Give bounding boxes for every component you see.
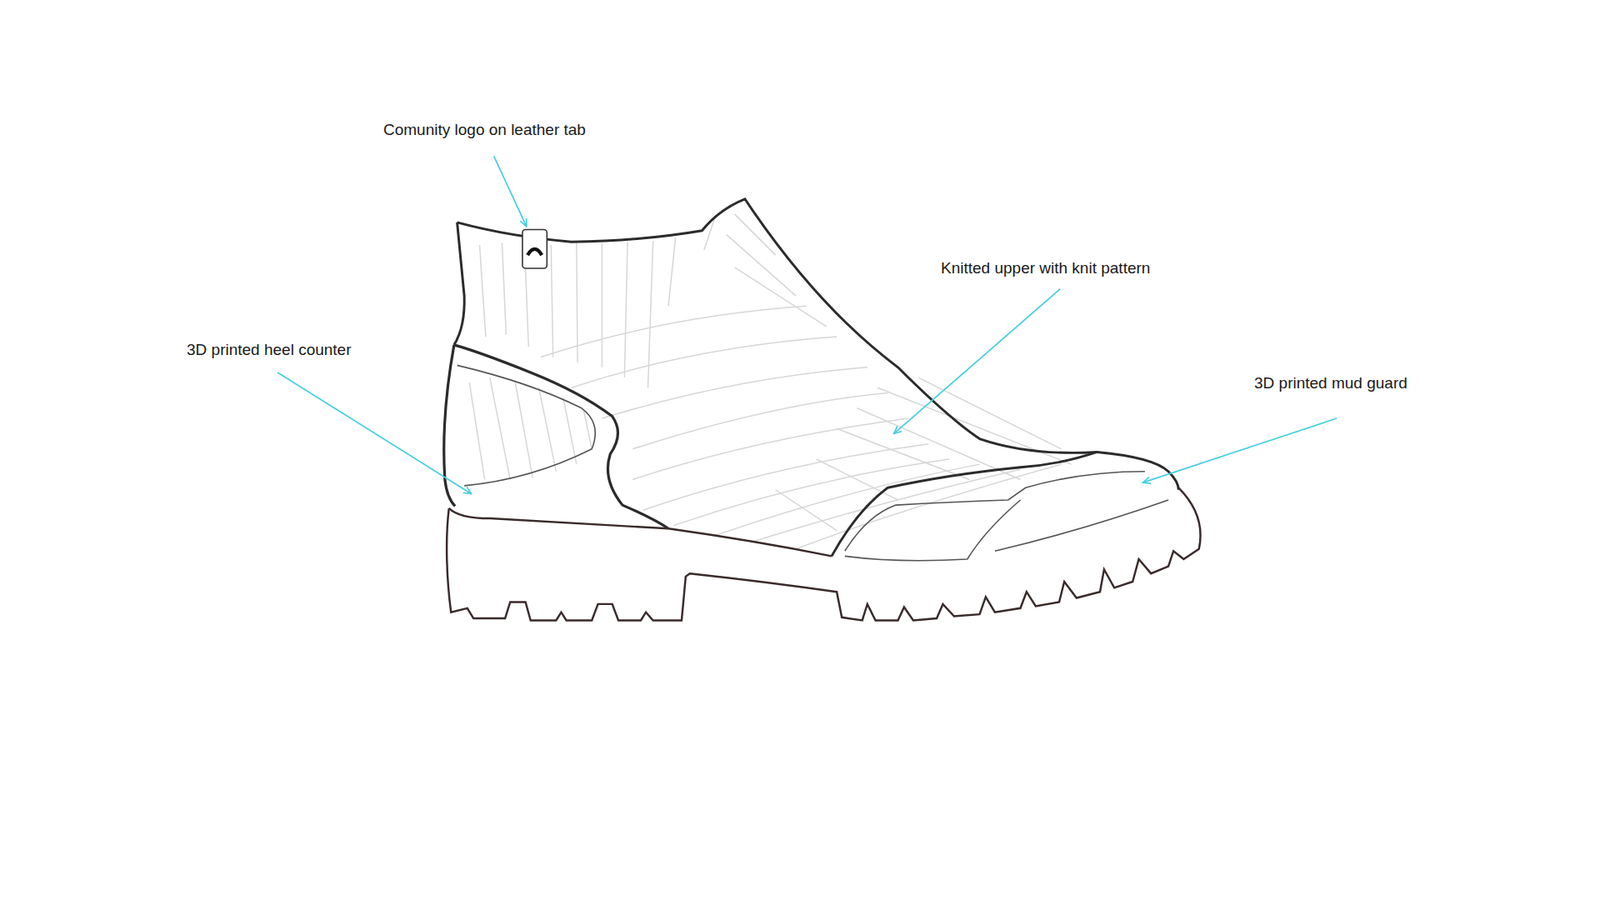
callout-label: Comunity logo on leather tab (383, 120, 586, 140)
callout-label: Knitted upper with knit pattern (940, 259, 1150, 279)
callout-label: 3D printed mud guard (1254, 374, 1408, 394)
callout-label: 3D printed heel counter (186, 340, 352, 360)
